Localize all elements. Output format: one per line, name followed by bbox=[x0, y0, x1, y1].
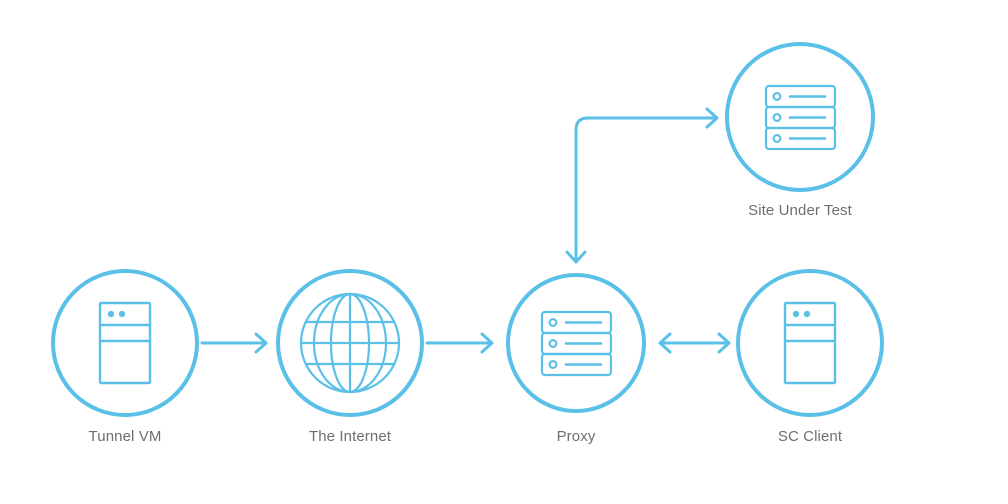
globe-icon bbox=[299, 292, 401, 394]
desktop-tower-icon bbox=[783, 301, 837, 385]
connector-proxy-to-sc-client bbox=[658, 332, 731, 354]
node-circle-tunnel-vm bbox=[51, 269, 199, 417]
connectors-layer bbox=[200, 107, 731, 354]
node-the-internet[interactable] bbox=[276, 269, 424, 417]
desktop-tower-icon bbox=[98, 301, 152, 385]
node-circle-sc-client bbox=[736, 269, 884, 417]
connector-proxy-to-site-under-test bbox=[565, 107, 719, 264]
node-site-under-test[interactable] bbox=[725, 42, 875, 192]
node-proxy[interactable] bbox=[506, 273, 646, 413]
node-tunnel-vm[interactable] bbox=[51, 269, 199, 417]
node-label-proxy: Proxy bbox=[556, 428, 596, 445]
connector-internet-to-proxy bbox=[425, 332, 494, 354]
node-label-tunnel-vm: Tunnel VM bbox=[88, 428, 162, 445]
node-label-sc-client: SC Client bbox=[777, 428, 843, 445]
connector-tunnel-vm-to-internet bbox=[200, 332, 268, 354]
rack-server-icon bbox=[540, 310, 613, 377]
node-label-site-under-test: Site Under Test bbox=[748, 202, 852, 219]
rack-server-icon bbox=[764, 84, 837, 151]
node-sc-client[interactable] bbox=[736, 269, 884, 417]
node-label-the-internet: The Internet bbox=[308, 428, 392, 445]
